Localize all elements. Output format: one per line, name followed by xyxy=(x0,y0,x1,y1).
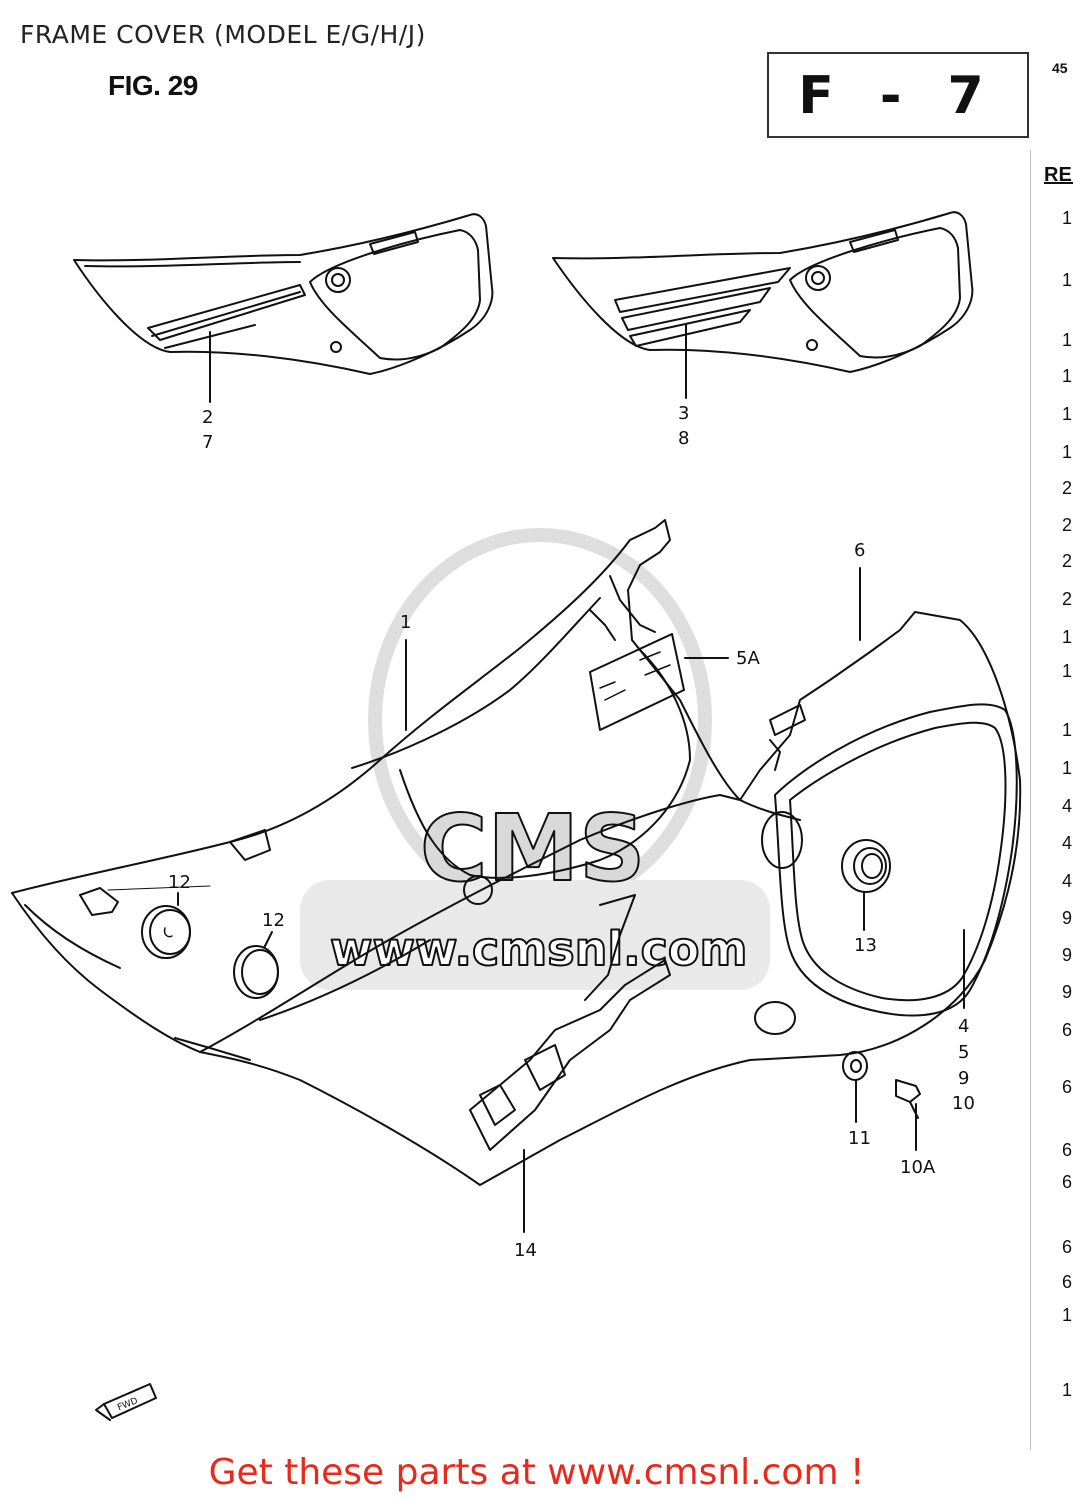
ref-digit: 1 xyxy=(1062,270,1073,290)
column-divider xyxy=(1030,150,1031,1450)
ref-digit: 9 xyxy=(1062,908,1073,928)
washer-11 xyxy=(842,1051,868,1081)
label-plate-5a xyxy=(589,633,685,731)
ref-digit: 1 xyxy=(1062,758,1073,778)
callout-12-left: 12 xyxy=(168,872,191,893)
callout-9: 9 xyxy=(958,1068,969,1089)
ref-digit: 1 xyxy=(1062,366,1073,386)
callout-10a: 10A xyxy=(900,1157,936,1178)
ref-digit: 1 xyxy=(1062,627,1073,647)
callouts: 2 7 3 8 1 5A 6 12 12 13 4 5 9 10 11 10A … xyxy=(168,403,975,1261)
callout-2: 2 xyxy=(202,407,213,428)
parts-diagram: CMS www.cmsnl.com xyxy=(11,211,1022,1421)
page-title: FRAME COVER (MODEL E/G/H/J) xyxy=(20,20,426,49)
ref-digit: 6 xyxy=(1062,1077,1073,1097)
ref-digit: 1 xyxy=(1062,1380,1073,1400)
section-code-box: F - 7 xyxy=(767,52,1029,138)
ref-digit: 6 xyxy=(1062,1172,1073,1192)
ref-digit: 6 xyxy=(1062,1272,1073,1292)
ref-digit: 1 xyxy=(1062,661,1073,681)
ref-digit: 6 xyxy=(1062,1237,1073,1257)
ref-digit: 1 xyxy=(1062,330,1073,350)
ref-column-heading: REF xyxy=(1044,164,1073,186)
frame-cover-right xyxy=(199,611,1022,1186)
decal-14 xyxy=(469,894,671,1151)
callout-11: 11 xyxy=(848,1128,871,1149)
watermark: CMS www.cmsnl.com xyxy=(300,528,770,990)
ref-digit: 1 xyxy=(1062,442,1073,462)
ref-digit: 9 xyxy=(1062,982,1073,1002)
ref-digit: 1 xyxy=(1062,720,1073,740)
callout-1: 1 xyxy=(400,612,411,633)
ref-digit: 2 xyxy=(1062,589,1073,609)
callout-5a: 5A xyxy=(736,648,760,669)
fwd-arrow: FWD xyxy=(95,1383,157,1421)
grommet-hole xyxy=(463,875,493,905)
callout-7: 7 xyxy=(202,432,213,453)
section-code: F - 7 xyxy=(798,66,998,126)
ref-digit: 2 xyxy=(1062,478,1073,498)
callout-6: 6 xyxy=(854,540,865,561)
side-cover-small-left xyxy=(73,213,494,375)
figure-label: FIG. 29 xyxy=(108,70,198,101)
callout-10: 10 xyxy=(952,1093,975,1114)
callout-3: 3 xyxy=(678,403,689,424)
callout-8: 8 xyxy=(678,428,689,449)
leader-12-left-guide xyxy=(107,885,211,891)
callout-4: 4 xyxy=(958,1016,969,1037)
frame-cover-main xyxy=(11,519,801,1061)
grommet-12-left xyxy=(141,905,191,959)
watermark-logo: CMS xyxy=(420,795,645,902)
callout-14: 14 xyxy=(514,1240,537,1261)
ref-digit: 9 xyxy=(1062,945,1073,965)
ref-digit: 1 xyxy=(1062,1305,1073,1325)
ref-digit: 2 xyxy=(1062,515,1073,535)
ref-digit: 6 xyxy=(1062,1140,1073,1160)
ref-digit: 6 xyxy=(1062,1020,1073,1040)
ref-digit: 4 xyxy=(1062,833,1073,853)
watermark-url: www.cmsnl.com xyxy=(330,922,747,976)
callout-5: 5 xyxy=(958,1042,969,1063)
grommet-12-mid xyxy=(233,945,279,999)
leader-12-mid xyxy=(263,931,273,949)
callout-13: 13 xyxy=(854,935,877,956)
ref-digit: 4 xyxy=(1062,796,1073,816)
callout-12-mid: 12 xyxy=(262,910,285,931)
ref-digit: 1 xyxy=(1062,208,1073,228)
grommet-13 xyxy=(841,839,891,893)
footer-promo-link[interactable]: Get these parts at www.cmsnl.com ! xyxy=(208,1452,865,1493)
ref-digit: 4 xyxy=(1062,871,1073,891)
ref-digit: 1 xyxy=(1062,404,1073,424)
page-number: 45 xyxy=(1052,60,1068,76)
ref-digit: 2 xyxy=(1062,551,1073,571)
side-cover-small-right xyxy=(552,211,974,373)
